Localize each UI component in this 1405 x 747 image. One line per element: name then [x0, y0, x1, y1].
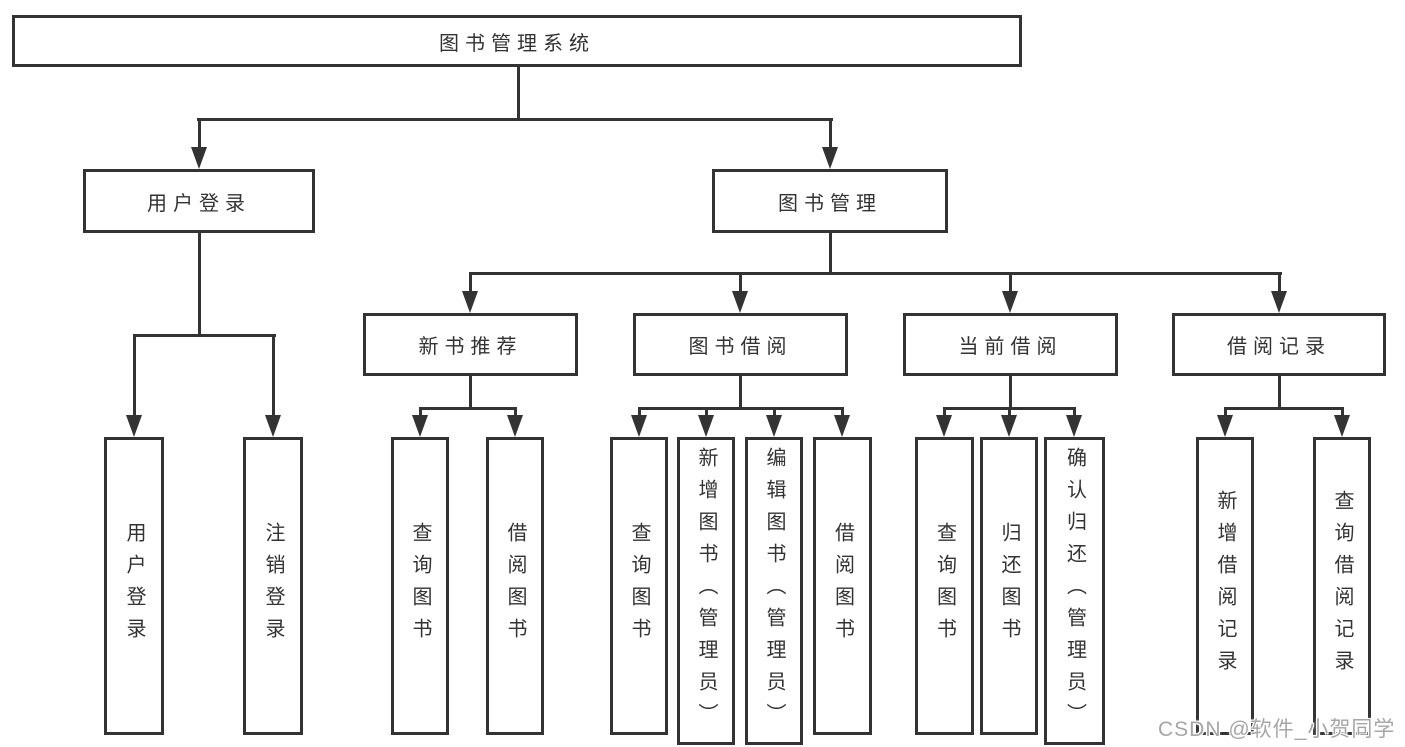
node-new-book-recommend: 新书推荐 [363, 313, 578, 376]
connector-line [739, 376, 742, 410]
connector-line [841, 407, 844, 417]
leaf-add-book-admin: 新增图书（管理员） [677, 437, 735, 745]
connector-line [739, 272, 742, 293]
connector-line [638, 407, 641, 417]
connector-line [469, 376, 472, 410]
arrow-down-icon [698, 415, 714, 437]
connector-line [1341, 407, 1344, 417]
connector-line [1278, 272, 1281, 293]
connector-line [1278, 376, 1281, 410]
node-book-borrowing: 图书借阅 [633, 313, 848, 376]
leaf-confirm-return-admin: 确认归还（管理员） [1044, 437, 1105, 745]
leaf-query-borrow-record: 查询借阅记录 [1313, 437, 1371, 735]
watermark: CSDN @软件_小贺同学 [1158, 718, 1396, 741]
leaf-query-books-recommend: 查询图书 [391, 437, 449, 735]
node-book-management: 图书管理 [712, 169, 948, 233]
connector-line [943, 407, 946, 417]
connector-line [419, 407, 517, 410]
arrow-down-icon [265, 415, 281, 437]
arrow-down-icon [1001, 415, 1017, 437]
leaf-logout: 注销登录 [243, 437, 303, 735]
connector-line [419, 407, 422, 417]
arrow-down-icon [631, 415, 647, 437]
arrow-down-icon [462, 291, 478, 313]
connector-line [1009, 376, 1012, 410]
leaf-query-books-current: 查询图书 [915, 437, 974, 735]
connector-line [197, 118, 833, 121]
connector-line [773, 407, 776, 417]
leaf-return-book: 归还图书 [980, 437, 1038, 735]
connector-line [133, 334, 276, 337]
arrow-down-icon [834, 415, 850, 437]
arrow-down-icon [1334, 415, 1350, 437]
connector-line [1224, 407, 1227, 417]
leaf-user-login: 用户登录 [104, 437, 164, 735]
arrow-down-icon [1271, 291, 1287, 313]
connector-line [638, 407, 844, 410]
arrow-down-icon [1217, 415, 1233, 437]
arrow-down-icon [1066, 415, 1082, 437]
node-current-borrowing: 当前借阅 [903, 313, 1118, 376]
leaf-add-borrow-record: 新增借阅记录 [1196, 437, 1254, 735]
connector-line [469, 272, 1282, 275]
arrow-down-icon [191, 147, 207, 169]
connector-line [1009, 272, 1012, 293]
connector-line [469, 272, 472, 293]
leaf-edit-book-admin: 编辑图书（管理员） [745, 437, 803, 745]
leaf-query-books-borrowing: 查询图书 [610, 437, 668, 735]
arrow-down-icon [936, 415, 952, 437]
arrow-down-icon [412, 415, 428, 437]
connector-line [1073, 407, 1076, 417]
arrow-down-icon [822, 147, 838, 169]
arrow-down-icon [126, 415, 142, 437]
arrow-down-icon [766, 415, 782, 437]
connector-line [272, 334, 275, 417]
connector-line [198, 118, 201, 149]
connector-line [517, 67, 520, 121]
node-user-login: 用户登录 [83, 169, 315, 233]
connector-line [1224, 407, 1343, 410]
arrow-down-icon [1002, 291, 1018, 313]
connector-line [198, 233, 201, 337]
arrow-down-icon [732, 291, 748, 313]
connector-line [705, 407, 708, 417]
node-borrowing-records: 借阅记录 [1172, 313, 1386, 376]
connector-line [829, 233, 832, 275]
leaf-borrow-books-recommend: 借阅图书 [486, 437, 544, 735]
connector-line [514, 407, 517, 417]
leaf-borrow-books-borrowing: 借阅图书 [813, 437, 872, 735]
arrow-down-icon [507, 415, 523, 437]
connector-line [829, 118, 832, 149]
node-library-management-system: 图书管理系统 [12, 15, 1022, 67]
connector-line [1008, 407, 1011, 417]
connector-line [133, 334, 136, 417]
